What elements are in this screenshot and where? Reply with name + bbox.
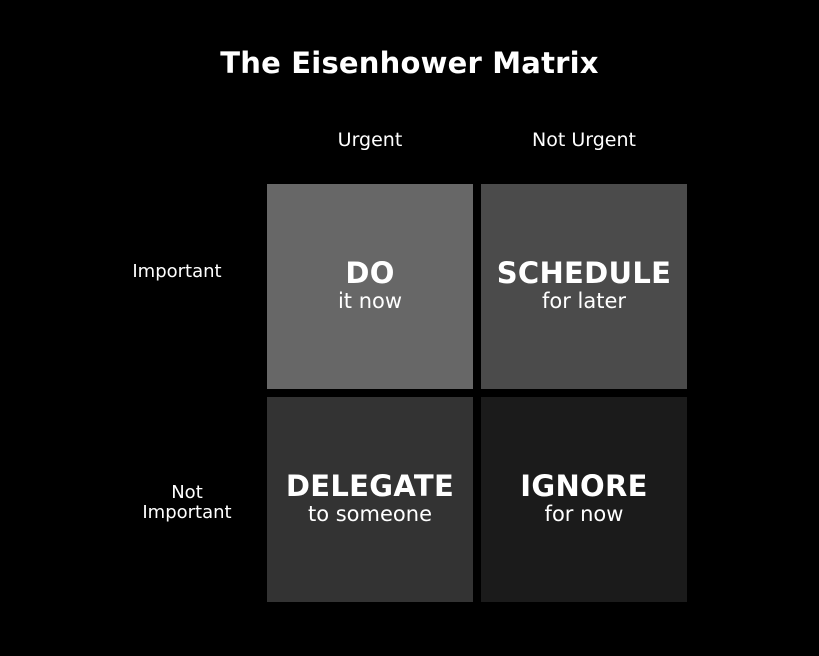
quadrant-title: DELEGATE <box>285 469 455 503</box>
row-label-line: Important <box>132 261 222 282</box>
column-label-not-urgent: Not Urgent <box>532 129 636 151</box>
quadrant-ignore: IGNORE for now <box>481 397 687 602</box>
row-label-important: Important <box>112 262 242 282</box>
quadrant-do: DO it now <box>267 184 473 389</box>
column-label-urgent: Urgent <box>337 129 403 151</box>
quadrant-title: SCHEDULE <box>496 256 672 290</box>
page-title: The Eisenhower Matrix <box>220 46 599 80</box>
quadrant-delegate: DELEGATE to someone <box>267 397 473 602</box>
row-label-not-important: Not Important <box>122 483 252 523</box>
quadrant-subtitle: it now <box>337 289 403 313</box>
quadrant-schedule: SCHEDULE for later <box>481 184 687 389</box>
quadrant-title: IGNORE <box>520 469 648 503</box>
quadrant-title: DO <box>345 256 395 290</box>
quadrant-subtitle: for now <box>544 502 624 526</box>
quadrant-subtitle: for later <box>541 289 627 313</box>
quadrant-subtitle: to someone <box>307 502 432 526</box>
row-label-line: Not <box>171 482 203 503</box>
row-label-line: Important <box>142 502 232 523</box>
